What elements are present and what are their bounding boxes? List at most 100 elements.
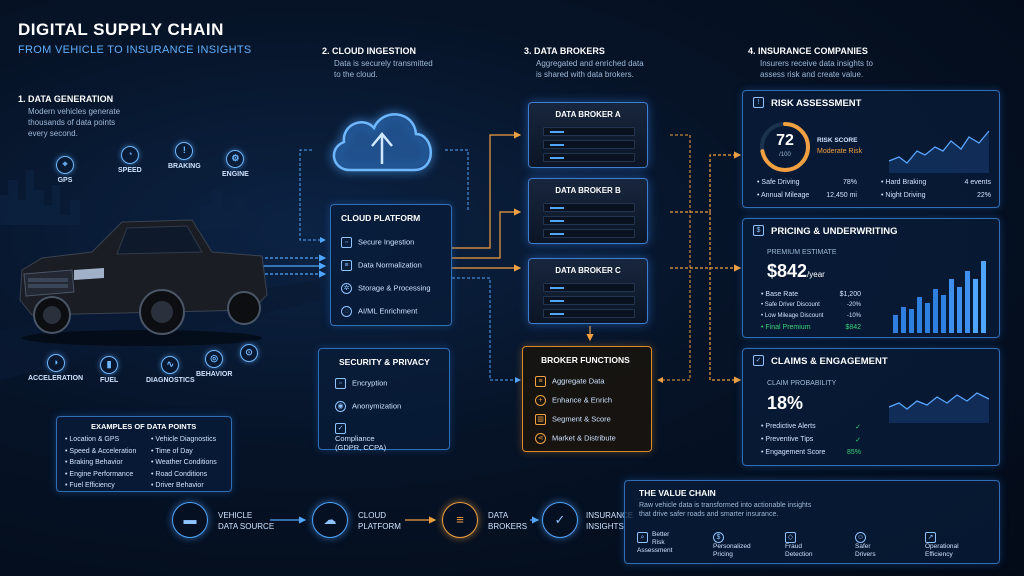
location-pin-icon: ⌖ bbox=[56, 156, 74, 174]
check-icon: ✓ bbox=[855, 424, 861, 431]
broker-function-segment: ▥Segment & Score bbox=[535, 414, 611, 425]
server-slot bbox=[543, 283, 635, 292]
risk-score-gauge bbox=[760, 122, 810, 172]
value-item-label: Drivers bbox=[855, 551, 876, 558]
broker-function-aggregate: ≡Aggregate Data bbox=[535, 376, 605, 387]
risk-row-label: Hard Braking bbox=[885, 179, 927, 186]
examples-panel: EXAMPLES OF DATA POINTS • Location & GPS… bbox=[56, 416, 232, 492]
user-mask-icon: ◉ bbox=[335, 401, 346, 412]
example-text: Vehicle Diagnostics bbox=[155, 436, 217, 443]
sensor-extra: ⊙ bbox=[240, 344, 258, 365]
sensor-engine: ⚙ENGINE bbox=[222, 150, 249, 178]
broker-function-label: Market & Distribute bbox=[552, 433, 616, 443]
broker-functions-title: BROKER FUNCTIONS bbox=[541, 355, 630, 365]
broker-function-label: Segment & Score bbox=[552, 414, 611, 424]
risk-level-text: Moderate Risk bbox=[817, 148, 863, 155]
flow-label-line: PLATFORM bbox=[358, 522, 401, 531]
pricing-row-value: -10% bbox=[846, 313, 861, 319]
pricing-row-label: Base Rate bbox=[765, 291, 799, 298]
cloud-item-normalization: ≡Data Normalization bbox=[341, 260, 422, 271]
sensor-label: DIAGNOSTICS bbox=[146, 377, 195, 384]
step-4-desc: Insurers receive data insights to assess… bbox=[760, 58, 873, 80]
example-text: Engine Performance bbox=[69, 470, 134, 478]
example-item: • Road Conditions bbox=[151, 470, 208, 478]
example-text: Weather Conditions bbox=[155, 459, 217, 466]
example-item: • Driver Behavior bbox=[151, 482, 204, 489]
claim-probability-label: CLAIM PROBABILITY bbox=[767, 380, 837, 387]
security-panel: SECURITY & PRIVACY ▫Encryption ◉Anonymiz… bbox=[318, 348, 450, 452]
example-item: • Braking Behavior bbox=[65, 459, 123, 466]
broker-function-enrich: +Enhance & Enrich bbox=[535, 395, 612, 406]
security-item-compliance: ✓Compliance(GDPR, CCPA) bbox=[335, 423, 386, 452]
value-item-label: Operational bbox=[925, 543, 959, 550]
sensor-label: GPS bbox=[57, 177, 73, 184]
claims-row-label: Predictive Alerts bbox=[765, 423, 816, 430]
broker-title: DATA BROKER C bbox=[555, 266, 621, 275]
sensor-label: SPEED bbox=[118, 167, 142, 174]
step-2-desc-line: to the cloud. bbox=[334, 70, 378, 79]
examples-right-list: • Vehicle Diagnostics • Time of Day • We… bbox=[151, 434, 217, 492]
pickup-truck-image bbox=[19, 219, 268, 346]
pricing-row-value: $842 bbox=[845, 324, 861, 331]
step-2-title: 2. CLOUD INGESTION bbox=[322, 46, 417, 56]
padlock-icon: ▫ bbox=[335, 378, 346, 389]
cloud-item-storage: ✲Storage & Processing bbox=[341, 283, 431, 294]
cloud-platform-panel: CLOUD PLATFORM ▫Secure Ingestion ≡Data N… bbox=[330, 204, 452, 326]
cloud-item-label: Storage & Processing bbox=[358, 283, 431, 293]
value-chain-title: THE VALUE CHAIN bbox=[639, 488, 716, 498]
step-1-desc: Modern vehicles generate thousands of da… bbox=[28, 106, 120, 139]
value-item-label: Safer bbox=[855, 543, 871, 550]
example-text: Speed & Acceleration bbox=[69, 447, 137, 455]
share-icon: ⋖ bbox=[535, 433, 546, 444]
brain-icon: ◌ bbox=[341, 306, 352, 317]
example-item: • Fuel Efficiency bbox=[65, 482, 115, 489]
truck-icon: ▬ bbox=[183, 512, 197, 527]
risk-score-label: RISK SCORE bbox=[817, 137, 858, 144]
sensor-acceleration: ◑ACCELERATION bbox=[28, 354, 83, 382]
pricing-row-label: Final Premium bbox=[765, 324, 811, 331]
pricing-row-value: $1,200 bbox=[839, 291, 861, 298]
value-item-label: Assessment bbox=[637, 547, 673, 554]
pricing-panel: $ PRICING & UNDERWRITING PREMIUM ESTIMAT… bbox=[742, 218, 1000, 338]
value-item-label: Pricing bbox=[713, 551, 733, 558]
shield-check-icon: ✓ bbox=[753, 355, 764, 366]
trend-up-icon: ↗ bbox=[925, 532, 936, 543]
pulse-icon: ∿ bbox=[161, 356, 180, 374]
server-slot bbox=[543, 296, 635, 305]
brake-warning-icon: ! bbox=[175, 142, 194, 160]
step-3-desc: Aggregated and enriched data is shared w… bbox=[536, 58, 644, 80]
sensor-label: BEHAVIOR bbox=[196, 371, 233, 378]
example-text: Braking Behavior bbox=[69, 459, 123, 466]
flow-label-line: DATA bbox=[488, 511, 509, 520]
security-title: SECURITY & PRIVACY bbox=[339, 357, 430, 367]
server-slot bbox=[543, 309, 635, 318]
example-item: • Engine Performance bbox=[65, 470, 134, 478]
server-slot bbox=[543, 153, 635, 162]
claim-probability-value: 18% bbox=[767, 393, 804, 413]
example-item: • Speed & Acceleration bbox=[65, 447, 137, 455]
shield-icon: ◇ bbox=[785, 532, 796, 543]
data-brokers-node: ≡ bbox=[442, 502, 478, 538]
data-broker-a: DATA BROKER A bbox=[528, 102, 648, 168]
flow-label-line: VEHICLE bbox=[218, 511, 253, 520]
value-item-label: Fraud bbox=[785, 543, 802, 550]
claims-row-label: Engagement Score bbox=[765, 449, 826, 456]
risk-score-max: /100 bbox=[779, 152, 791, 158]
value-chain-desc-line: Raw vehicle data is transformed into act… bbox=[639, 502, 812, 509]
connectivity-icon: ⊙ bbox=[240, 344, 258, 362]
risk-row-label: Night Driving bbox=[885, 192, 926, 199]
value-item-label: Detection bbox=[785, 551, 813, 558]
example-text: Location & GPS bbox=[69, 436, 120, 443]
risk-row-label: Safe Driving bbox=[761, 179, 800, 186]
pricing-bar-chart bbox=[893, 261, 986, 333]
engine-icon: ⚙ bbox=[226, 150, 245, 168]
cloud-icon: ☁ bbox=[323, 512, 337, 527]
value-item-label: Efficiency bbox=[925, 551, 953, 558]
claims-row-label: Preventive Tips bbox=[765, 436, 814, 443]
